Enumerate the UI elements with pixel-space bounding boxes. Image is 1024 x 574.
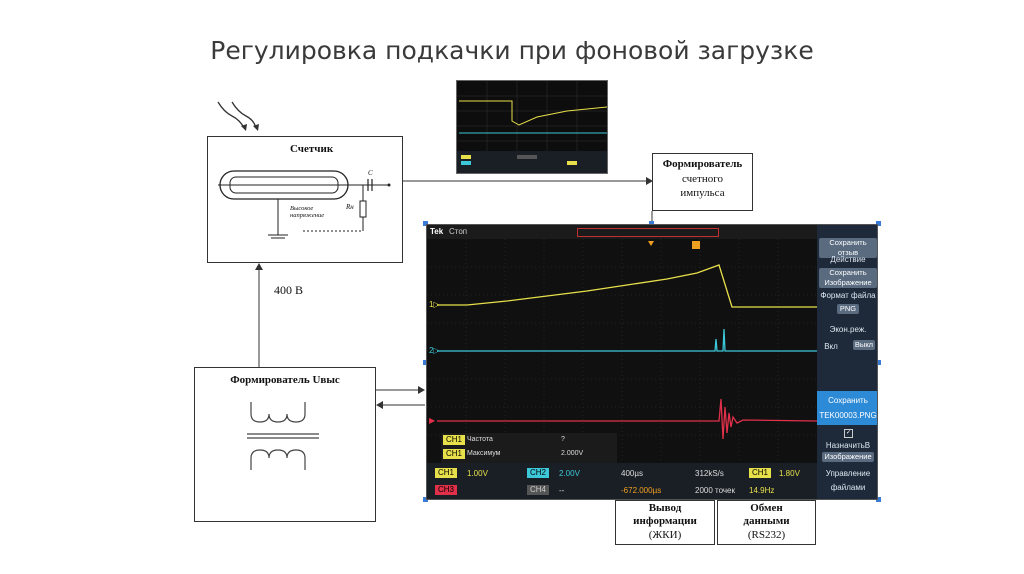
- file-name: TEK00003.PNG: [817, 411, 878, 420]
- pulse-shaper-box: Формирователь счетного импульса: [652, 153, 753, 211]
- assign-checkbox[interactable]: ✓: [844, 429, 853, 438]
- scope-bottom-bar: CH1 1.00V CH2 2.00V CH3 CH4 -- 400µs 312…: [427, 463, 817, 500]
- scope-graticule: 1▷ 2▷ ▶: [427, 239, 817, 463]
- display-output-box: Вывод информации (ЖКИ): [615, 500, 715, 545]
- trigger-level: 1.80V: [779, 469, 800, 478]
- data-exchange-box: Обмен данными (RS232): [717, 500, 816, 545]
- measurement-panel: CH1 Частота ? CH1 Максимум 2.000V: [441, 433, 617, 463]
- display-line1: Вывод: [616, 502, 714, 514]
- scope-brand: Tek: [430, 227, 443, 236]
- shaper-u-title: Формирователь Uвыс: [195, 374, 375, 386]
- file-format-label: Формат файла: [817, 291, 878, 300]
- ch1-badge[interactable]: CH1: [435, 468, 457, 478]
- meas2-value: 2.000V: [561, 450, 583, 457]
- oscilloscope-screen: Tek Стоп 1▷ 2▷ ▶ CH1 Частота ?: [426, 224, 878, 500]
- eco-on-option[interactable]: Вкл: [821, 342, 841, 351]
- assign-to-label: НазначитьВ: [817, 441, 878, 450]
- file-format-select[interactable]: PNG: [837, 304, 859, 314]
- pulse-shaper-line3: импульса: [653, 187, 752, 199]
- scope-thumbnail-traces: [457, 81, 608, 174]
- file-management-line2[interactable]: файлами: [817, 483, 878, 492]
- record-length: 2000 точек: [695, 486, 735, 495]
- assign-image-button[interactable]: Изображение: [822, 452, 874, 462]
- voltage-label: 400 В: [274, 283, 303, 298]
- timebase: 400µs: [621, 469, 643, 478]
- exchange-line2: данными: [718, 515, 815, 527]
- display-line2: информации: [616, 515, 714, 527]
- eco-off-option[interactable]: Выкл: [853, 340, 875, 350]
- ch2-scale: 2.00V: [559, 469, 580, 478]
- pulse-shaper-line2: счетного: [653, 173, 752, 185]
- ch2-badge[interactable]: CH2: [527, 468, 549, 478]
- svg-text:▶: ▶: [429, 416, 436, 425]
- meas1-value: ?: [561, 436, 565, 443]
- ch4-scale: --: [559, 486, 564, 495]
- exchange-line1: Обмен: [718, 502, 815, 514]
- sample-rate: 312kS/s: [695, 469, 724, 478]
- scope-side-menu: Сохранить отзыв Действие Сохранить Изобр…: [817, 225, 878, 500]
- save-image-button[interactable]: Сохранить Изображение: [819, 268, 877, 288]
- trigger-frequency: 14.9Hz: [749, 486, 774, 495]
- trigger-channel[interactable]: CH1: [749, 468, 771, 478]
- shaper-u-box: Формирователь Uвыс: [194, 367, 376, 522]
- ch1-scale: 1.00V: [467, 469, 488, 478]
- meas1-name: Частота: [467, 436, 493, 443]
- eco-mode-label: Экон.реж.: [817, 325, 878, 334]
- action-label: Действие: [817, 255, 878, 264]
- scope-status-bar: Tek Стоп: [427, 225, 817, 239]
- scope-thumbnail: [456, 80, 608, 174]
- ch4-badge[interactable]: CH4: [527, 485, 549, 495]
- meas2-name: Максимум: [467, 450, 500, 457]
- transformer-icon: [243, 394, 323, 494]
- display-line3: (ЖКИ): [616, 529, 714, 541]
- record-view-indicator: [577, 228, 719, 237]
- save-button[interactable]: Сохранить: [817, 396, 878, 405]
- horizontal-offset: -672.000µs: [621, 486, 661, 495]
- save-panel[interactable]: Сохранить TEK00003.PNG: [817, 391, 878, 425]
- meas1-channel: CH1: [443, 435, 465, 445]
- pulse-shaper-line1: Формирователь: [653, 158, 752, 170]
- scope-run-status: Стоп: [449, 227, 467, 236]
- file-management-line1[interactable]: Управление: [817, 469, 878, 478]
- ch3-badge[interactable]: CH3: [435, 485, 457, 495]
- exchange-line3: (RS232): [718, 529, 815, 541]
- meas2-channel: CH1: [443, 449, 465, 459]
